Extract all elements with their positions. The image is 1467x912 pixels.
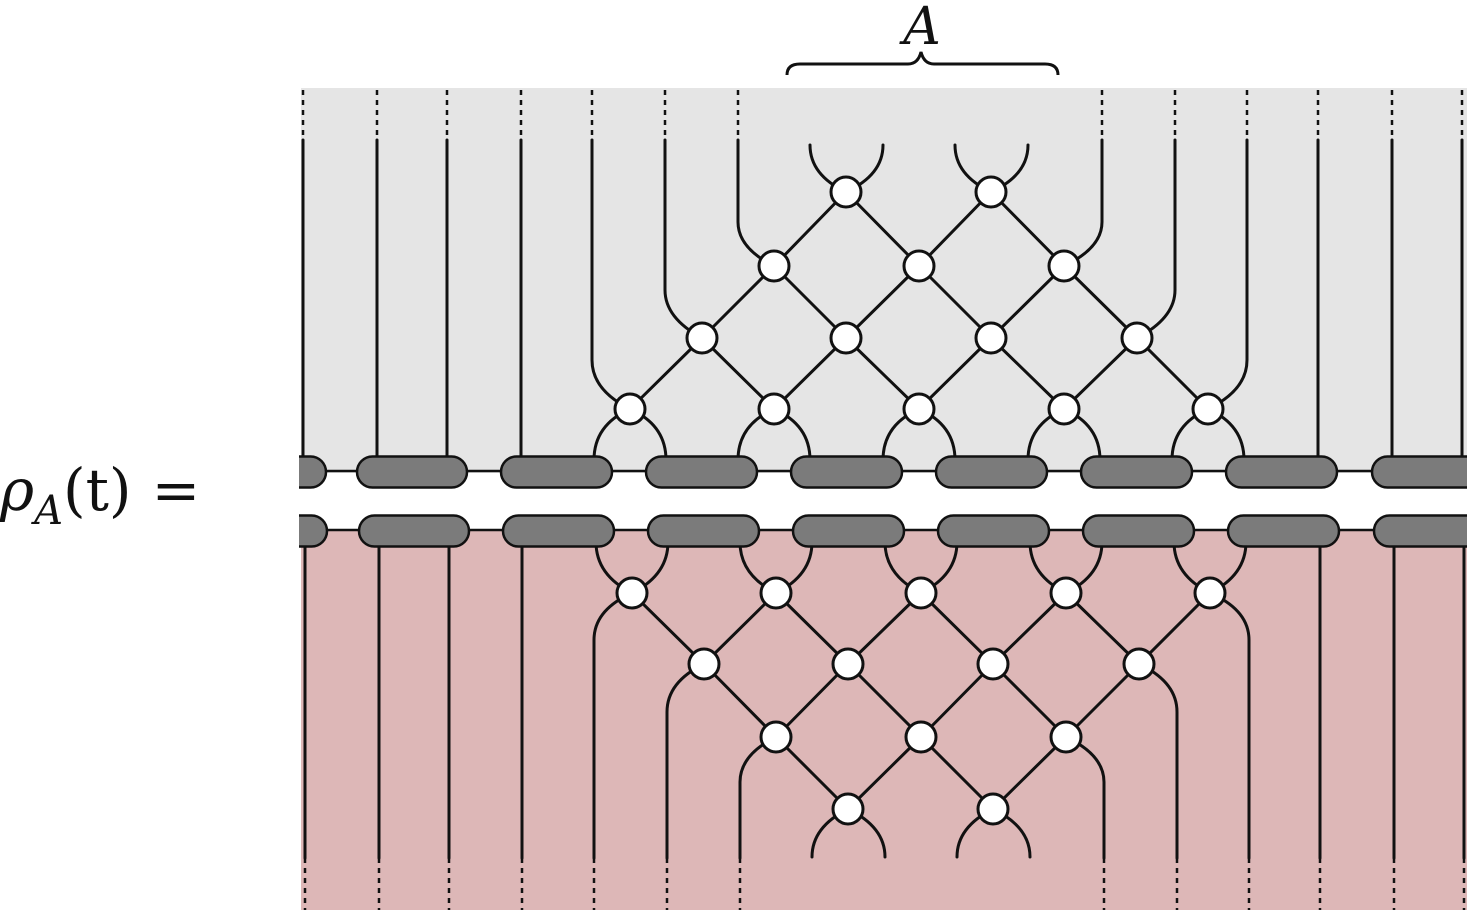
lattice-edge-bottom-6 — [1064, 591, 1141, 666]
lattice-edge-top-4 — [700, 264, 776, 340]
lattice-edge-bottom-1 — [702, 591, 778, 666]
lattice-edge-bottom-16 — [919, 735, 995, 811]
gate-bottom-0 — [299, 514, 329, 548]
lattice-edge-top-17 — [1135, 336, 1210, 411]
node-top-10 — [757, 392, 791, 426]
lattice-edge-bottom-15 — [846, 735, 923, 811]
gate-bottom-3 — [646, 514, 761, 548]
subsystem-brace: A — [785, 0, 1060, 76]
svg-text:ρA(t)=: ρA(t) = — [0, 456, 200, 534]
lattice-edge-top-5 — [772, 264, 848, 340]
lattice-edge-bottom-17 — [991, 735, 1068, 811]
node-top-7 — [974, 321, 1008, 355]
node-top-6 — [829, 321, 863, 355]
node-top-2 — [757, 249, 791, 283]
lattice-edge-top-9 — [1062, 264, 1139, 340]
brace-label: A — [899, 0, 941, 57]
node-bottom-13 — [976, 792, 1010, 826]
lattice-edge-top-7 — [917, 264, 993, 340]
node-bottom-9 — [759, 720, 793, 754]
gate-bottom-7 — [1226, 514, 1341, 548]
lattice-edge-bottom-7 — [1137, 591, 1212, 666]
lattice-edge-top-6 — [844, 264, 921, 340]
gate-top-6 — [1079, 455, 1194, 489]
gate-bottom-4 — [791, 514, 906, 548]
node-bottom-5 — [687, 647, 721, 681]
gate-bottom-2 — [501, 514, 616, 548]
lattice-edge-bottom-5 — [991, 591, 1068, 666]
lattice-edge-top-2 — [917, 190, 993, 268]
lattice-edge-bottom-8 — [702, 662, 778, 739]
gate-top-0 — [299, 455, 328, 489]
lattice-edge-bottom-11 — [919, 662, 995, 739]
equation-label: ρA(t) = — [0, 456, 200, 534]
gate-top-3 — [644, 455, 759, 489]
gate-layer — [299, 455, 1467, 548]
node-top-8 — [1120, 321, 1154, 355]
node-top-11 — [902, 392, 936, 426]
gate-top-8 — [1370, 455, 1467, 489]
lattice-edge-bottom-3 — [846, 591, 923, 666]
lattice-edge-bottom-13 — [1064, 662, 1141, 739]
node-layer — [613, 175, 1227, 826]
node-bottom-8 — [1122, 647, 1156, 681]
bra-background — [301, 88, 1467, 473]
node-bottom-12 — [831, 792, 865, 826]
lattice-edge-bottom-12 — [991, 662, 1068, 739]
node-bottom-11 — [1049, 720, 1083, 754]
node-bottom-4 — [1193, 576, 1227, 610]
node-bottom-7 — [976, 647, 1010, 681]
equation-equals: = — [152, 456, 201, 524]
node-top-4 — [1047, 249, 1081, 283]
node-top-12 — [1047, 392, 1081, 426]
node-top-9 — [613, 392, 647, 426]
node-top-5 — [685, 321, 719, 355]
lattice-edge-top-15 — [989, 336, 1066, 411]
lattice-edge-top-14 — [917, 336, 993, 411]
gate-bottom-1 — [357, 514, 471, 548]
lattice-edge-top-1 — [844, 190, 921, 268]
lattice-edge-top-0 — [772, 190, 848, 268]
lattice-edge-top-8 — [989, 264, 1066, 340]
node-bottom-3 — [1049, 576, 1083, 610]
equation-subscript: A — [30, 488, 63, 534]
lattice-edge-top-11 — [700, 336, 776, 411]
brace-path — [785, 51, 1060, 76]
lattice-edge-top-10 — [628, 336, 704, 411]
lattice-edge-top-16 — [1062, 336, 1139, 411]
lattice-edge-bottom-10 — [846, 662, 923, 739]
lattice-edge-top-3 — [989, 190, 1066, 268]
lattice-edge-bottom-4 — [919, 591, 995, 666]
lattice-edge-bottom-0 — [630, 591, 706, 666]
node-bottom-2 — [904, 576, 938, 610]
equation-argument: (t) — [63, 456, 132, 524]
gate-top-1 — [355, 455, 469, 489]
backgrounds — [301, 88, 1467, 910]
lattice-edge-bottom-9 — [774, 662, 850, 739]
equation-symbol: ρ — [0, 456, 34, 524]
node-top-13 — [1191, 392, 1225, 426]
node-bottom-1 — [759, 576, 793, 610]
gate-bottom-8 — [1372, 514, 1467, 548]
lattice-edge-bottom-14 — [774, 735, 850, 811]
lattice-edge-top-12 — [772, 336, 848, 411]
node-top-3 — [902, 249, 936, 283]
gate-bottom-5 — [936, 514, 1051, 548]
lattice-edge-top-13 — [844, 336, 921, 411]
gate-bottom-6 — [1081, 514, 1196, 548]
node-bottom-6 — [831, 647, 865, 681]
node-top-0 — [829, 175, 863, 209]
gate-top-5 — [934, 455, 1049, 489]
node-bottom-10 — [904, 720, 938, 754]
gate-top-4 — [789, 455, 904, 489]
lattice-edge-bottom-2 — [774, 591, 850, 666]
gate-top-2 — [499, 455, 614, 489]
gate-top-7 — [1224, 455, 1339, 489]
node-top-1 — [974, 175, 1008, 209]
node-bottom-0 — [615, 576, 649, 610]
